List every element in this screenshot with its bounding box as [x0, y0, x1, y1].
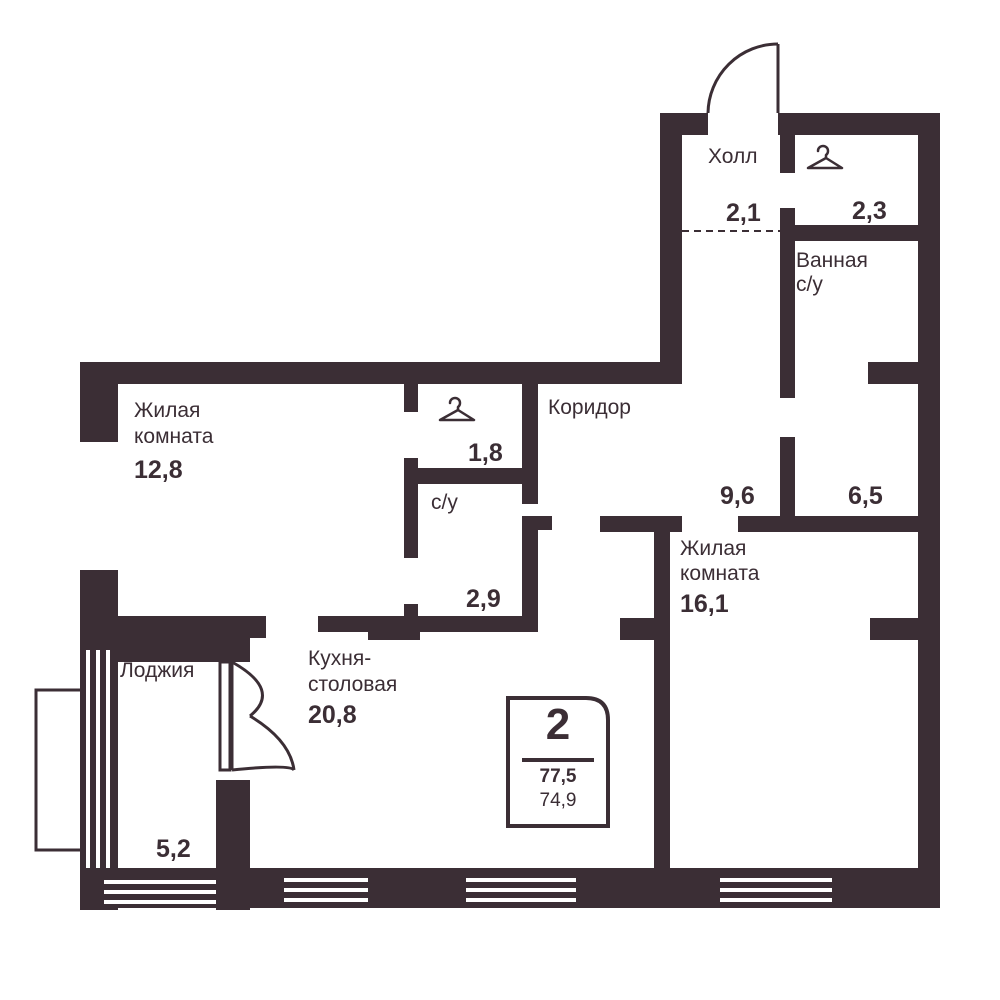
kitchen-name: Кухня-: [308, 647, 372, 670]
hall-wardrobe-area: 2,3: [852, 197, 887, 225]
wc-name: с/у: [431, 491, 458, 514]
windows: [86, 444, 832, 904]
living-room-1-name: Жилая: [134, 399, 201, 422]
loggia-area: 5,2: [156, 835, 191, 863]
living-room-1-area: 12,8: [134, 456, 183, 484]
wardrobe-1-area: 1,8: [468, 439, 503, 467]
hall-name: Холл: [708, 145, 758, 168]
badge: [506, 696, 610, 828]
loggia-door: [218, 660, 296, 772]
hanger-icon: [806, 144, 844, 170]
badge-room-count: 2: [545, 700, 571, 749]
hanger-icon: [438, 396, 476, 422]
corridor-name: Коридор: [548, 396, 631, 419]
living-room-2-name: Жилая: [680, 537, 747, 560]
wc-area: 2,9: [466, 585, 501, 613]
living-room-2-area: 16,1: [680, 590, 729, 618]
hall-area: 2,1: [726, 199, 761, 227]
living-room-2-name-line2: комната: [680, 562, 760, 585]
kitchen-name-line2: столовая: [308, 673, 398, 696]
badge-total-area: 77,5: [539, 766, 577, 787]
bathroom-name-line2: с/у: [796, 273, 823, 296]
loggia-name: Лоджия: [120, 659, 195, 682]
bathroom-name: Ванная: [796, 249, 868, 272]
living-room-1-name-line2: комната: [134, 425, 214, 448]
loggia-railing: [34, 688, 84, 852]
corridor-area: 9,6: [720, 482, 755, 510]
kitchen-area: 20,8: [308, 701, 357, 729]
bathroom-area: 6,5: [848, 482, 883, 510]
entrance-door: [706, 42, 780, 114]
badge-living-area: 74,9: [539, 790, 577, 811]
